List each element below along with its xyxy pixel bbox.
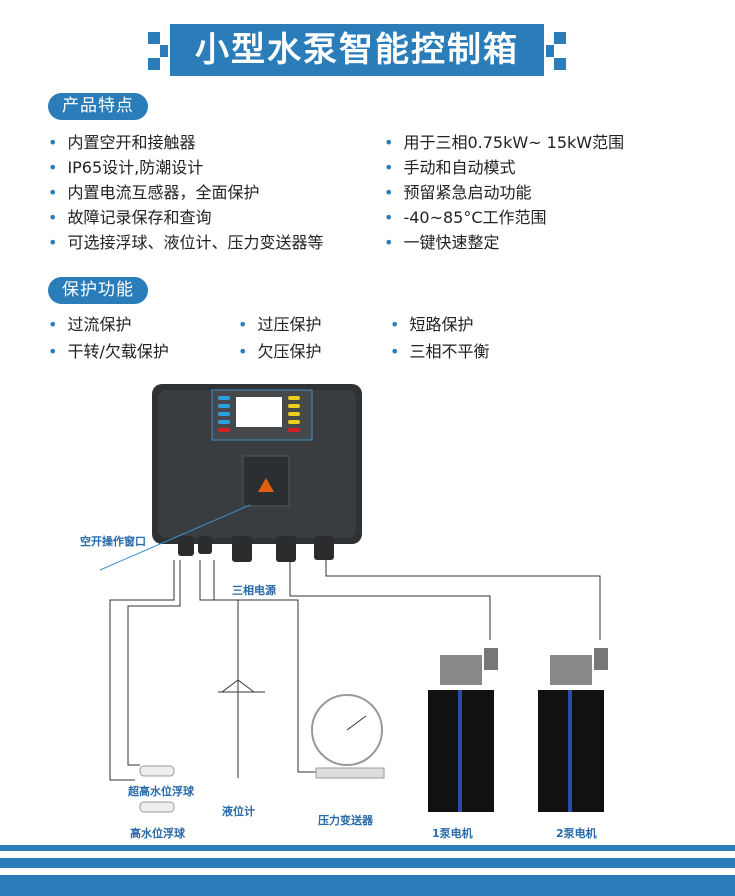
page-title: 小型水泵智能控制箱: [170, 24, 544, 76]
breaker-window-label: 空开操作窗口: [80, 535, 146, 548]
feature-item: 用于三相0.75kW~ 15kW范围: [384, 130, 624, 155]
decor-square: [160, 45, 168, 57]
ultra-high-float-label: 超高水位浮球: [128, 785, 194, 798]
features-heading: 产品特点: [48, 93, 148, 120]
protection-item: 欠压保护: [238, 339, 321, 364]
decor-square: [554, 32, 566, 44]
protection-item: 短路保护: [390, 312, 473, 337]
float-switch: [139, 765, 175, 777]
footer-stripe: [0, 858, 735, 868]
high-float-label: 高水位浮球: [130, 827, 185, 840]
pump-2: [538, 648, 608, 812]
decor-square: [554, 58, 566, 70]
features-right-list: 用于三相0.75kW~ 15kW范围 手动和自动模式 预留紧急启动功能 -40~…: [384, 130, 624, 255]
decor-square: [546, 45, 554, 57]
pressure-transmitter-label: 压力变送器: [318, 814, 373, 827]
protection-item: 三相不平衡: [390, 339, 489, 364]
feature-item: 可选接浮球、液位计、压力变送器等: [48, 230, 323, 255]
protection-item: 过流保护: [48, 312, 131, 337]
footer-stripe: [0, 845, 735, 851]
decor-square: [148, 32, 160, 44]
pump2-label: 2泵电机: [556, 827, 597, 840]
feature-item: 手动和自动模式: [384, 155, 624, 180]
feature-item: 内置电流互感器，全面保护: [48, 180, 323, 205]
feature-item: IP65设计,防潮设计: [48, 155, 323, 180]
power-label: 三相电源: [232, 584, 276, 597]
feature-item: -40~85°C工作范围: [384, 205, 624, 230]
pressure-gauge: [311, 694, 385, 779]
decor-square: [148, 58, 160, 70]
wiring-diagram: [99, 384, 608, 813]
protection-item: 干转/欠载保护: [48, 339, 168, 364]
pump1-label: 1泵电机: [432, 827, 473, 840]
protection-heading: 保护功能: [48, 277, 148, 304]
pump-1: [428, 648, 498, 812]
protection-item: 过压保护: [238, 312, 321, 337]
control-box: [152, 384, 362, 562]
footer-stripe: [0, 875, 735, 896]
level-meter-label: 液位计: [222, 805, 255, 818]
feature-item: 内置空开和接触器: [48, 130, 323, 155]
feature-item: 预留紧急启动功能: [384, 180, 624, 205]
feature-item: 故障记录保存和查询: [48, 205, 323, 230]
features-left-list: 内置空开和接触器 IP65设计,防潮设计 内置电流互感器，全面保护 故障记录保存…: [48, 130, 323, 255]
feature-item: 一键快速整定: [384, 230, 624, 255]
float-switch: [139, 801, 175, 813]
